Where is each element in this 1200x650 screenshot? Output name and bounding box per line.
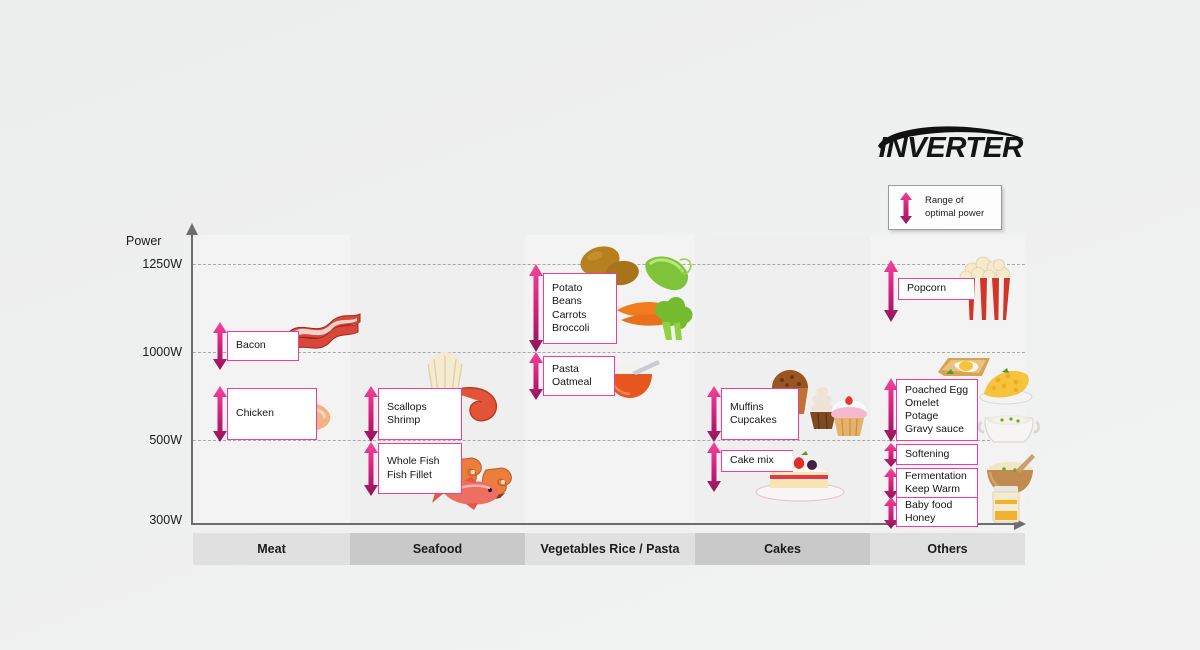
item-box[interactable]: Fermentation Keep Warm [896, 468, 978, 498]
item-label: Poached Egg Omelet Potage Gravy sauce [905, 383, 969, 436]
item-box[interactable]: Cake mix [721, 450, 793, 472]
item-box[interactable]: Poached Egg Omelet Potage Gravy sauce [896, 379, 978, 441]
range-arrow-icon [213, 322, 227, 370]
category-label: Cakes [764, 542, 801, 556]
gridline-500w [193, 440, 1025, 441]
category-cakes[interactable]: Cakes [695, 533, 870, 565]
legend-label: Range of optimal power [925, 195, 985, 219]
category-label: Meat [257, 542, 286, 556]
category-meat[interactable]: Meat [193, 533, 350, 565]
category-label: Vegetables Rice / Pasta [540, 542, 680, 556]
category-others[interactable]: Others [870, 533, 1025, 565]
item-label: Muffins Cupcakes [730, 400, 777, 426]
gridline-1000w [193, 352, 1025, 353]
range-arrow-icon [884, 468, 898, 500]
y-axis-title: Power [126, 234, 162, 248]
band-meat [193, 235, 350, 524]
item-label: Fermentation Keep Warm [905, 469, 967, 495]
item-box[interactable]: Potato Beans Carrots Broccoli [543, 273, 617, 344]
y-tick-300w: 300W [149, 513, 182, 527]
item-box[interactable]: Bacon [227, 331, 299, 361]
inverter-logo-text: INVERTER [878, 132, 1024, 164]
y-tick-1250w: 1250W [142, 257, 182, 271]
range-arrow-icon [707, 386, 721, 442]
category-vegetables[interactable]: Vegetables Rice / Pasta [525, 533, 695, 565]
range-arrow-icon [529, 352, 543, 400]
y-axis-line [191, 232, 193, 524]
legend-range-of-optimal-power: Range of optimal power [888, 185, 1002, 230]
range-arrow-icon [364, 442, 378, 496]
item-label: Potato Beans Carrots Broccoli [552, 282, 590, 334]
item-label: Scallops Shrimp [387, 400, 427, 426]
y-axis-arrow [186, 223, 198, 235]
item-box[interactable]: Pasta Oatmeal [543, 356, 615, 396]
inverter-swoosh-icon [878, 126, 1024, 151]
range-arrow-icon [884, 497, 898, 529]
range-arrow-icon [364, 386, 378, 442]
item-label: Chicken [236, 407, 274, 420]
category-label: Others [927, 542, 968, 556]
item-box[interactable]: Chicken [227, 388, 317, 440]
item-box[interactable]: Softening [896, 444, 978, 465]
range-arrow-icon [529, 264, 543, 352]
category-seafood[interactable]: Seafood [350, 533, 525, 565]
range-arrow-icon [884, 443, 898, 467]
item-label: Cake mix [730, 454, 774, 467]
item-label: Bacon [236, 339, 266, 352]
item-box[interactable]: Muffins Cupcakes [721, 388, 799, 440]
item-label: Pasta Oatmeal [552, 362, 592, 388]
range-arrow-icon [884, 260, 898, 322]
item-label: Whole Fish Fish Fillet [387, 455, 440, 481]
item-box[interactable]: Baby food Honey [896, 497, 978, 527]
gridline-1250w [193, 264, 1025, 265]
item-label: Popcorn [907, 282, 947, 295]
item-box[interactable]: Whole Fish Fish Fillet [378, 443, 462, 494]
category-label: Seafood [412, 542, 463, 556]
range-arrow-icon [213, 386, 227, 442]
x-axis-arrow [1014, 518, 1026, 530]
y-tick-1000w: 1000W [142, 345, 182, 359]
item-label: Baby food Honey [905, 498, 953, 524]
item-box[interactable]: Popcorn [898, 278, 974, 300]
category-header-strip: Meat Seafood Vegetables Rice / Pasta Cak… [193, 533, 1025, 565]
inverter-logo: INVERTER [872, 122, 1032, 168]
range-arrow-icon [707, 442, 721, 492]
item-label: Softening [905, 447, 950, 460]
y-tick-500w: 500W [149, 433, 182, 447]
x-axis-line [191, 523, 1016, 525]
double-arrow-icon [900, 191, 912, 224]
range-arrow-icon [884, 378, 898, 442]
item-box[interactable]: Scallops Shrimp [378, 388, 462, 440]
